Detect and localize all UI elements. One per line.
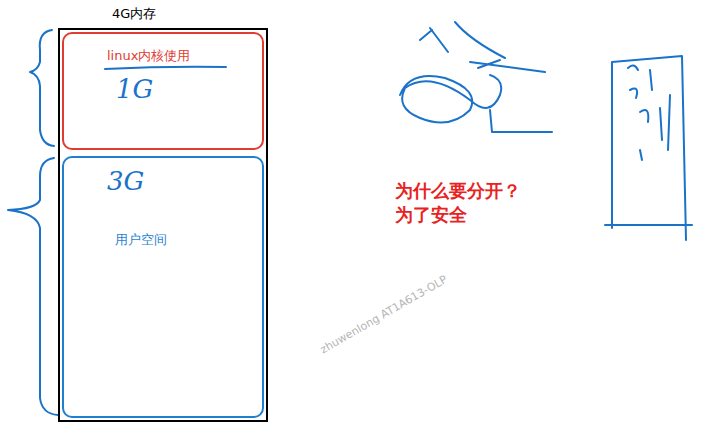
answer-note: 为了安全 <box>395 204 467 226</box>
size-note: 3G <box>107 166 144 197</box>
question-note: 为什么要分开？ <box>395 180 521 202</box>
memory-box: 4G内存linux内核使用1G3G用户空间 <box>58 28 268 422</box>
scribble <box>605 56 692 240</box>
underline <box>105 67 226 69</box>
size-note: 1G <box>116 74 153 105</box>
box-heading: 4G内存 <box>112 6 156 22</box>
region-label: 用户空间 <box>115 232 167 248</box>
scribble <box>400 22 552 132</box>
region-label: linux内核使用 <box>107 48 190 64</box>
kernel-space-box: linux内核使用 1G <box>62 32 264 150</box>
user-space-box: 3G 用户空间 <box>62 156 264 418</box>
brace <box>30 30 54 146</box>
brace <box>8 158 58 415</box>
watermark: zhuwenlong AT1A613-OLP <box>318 273 450 357</box>
